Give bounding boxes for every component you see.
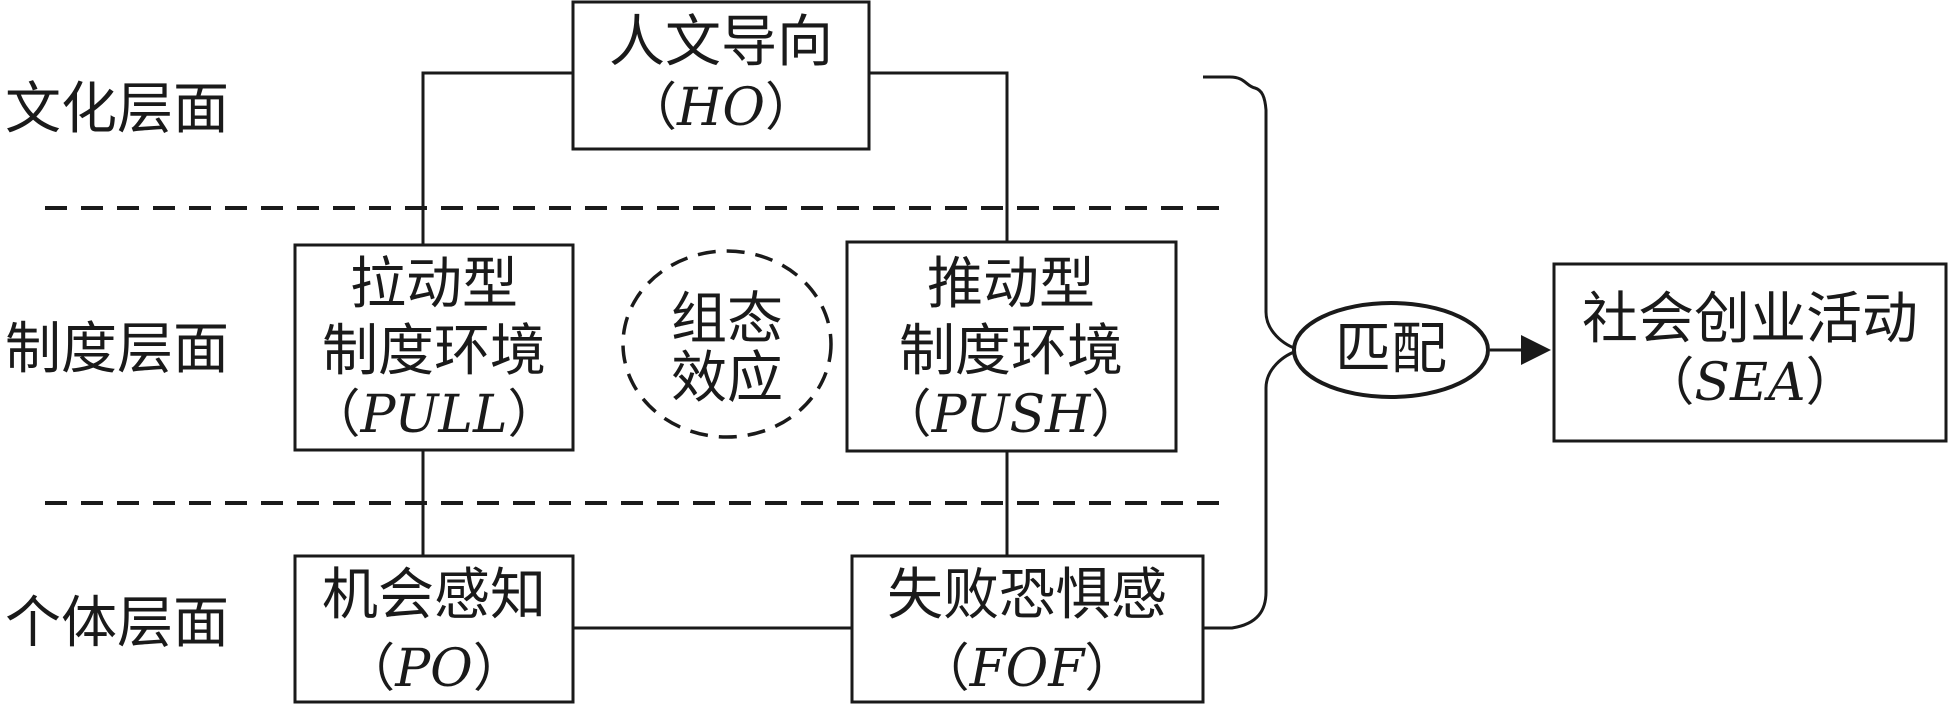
node-pull-abbr: PULL: [360, 385, 508, 445]
level-label-culture: 文化层面: [5, 77, 229, 142]
node-pull-name-line2: 制度环境: [322, 319, 546, 384]
node-ho-abbr: HO: [676, 78, 765, 138]
config-effect-line1: 组态: [671, 287, 783, 352]
connector-lines: [421, 71, 1009, 630]
node-sea-abbr-line: （SEA）: [1642, 353, 1857, 413]
node-ho-name: 人文导向: [609, 10, 833, 75]
node-sea-box: [1552, 262, 1948, 443]
node-ho: 人文导向 （HO）: [571, 0, 871, 151]
node-push-name-line2: 制度环境: [899, 319, 1123, 384]
node-fof-name: 失败恐惧感: [887, 563, 1167, 628]
node-po-box: [293, 554, 575, 704]
connector-ho-push: [868, 71, 1009, 242]
node-fof-abbr-line: （FOF）: [918, 639, 1137, 699]
node-fof: 失败恐惧感 （FOF）: [850, 554, 1205, 704]
node-pull-box: [293, 243, 575, 452]
node-ho-box: [571, 0, 871, 151]
grouping-brace: [1203, 75, 1306, 630]
level-label-individual: 个体层面: [5, 591, 229, 656]
node-pull-abbr-line: （PULL）: [309, 385, 560, 445]
node-pull: 拉动型 制度环境 （PULL）: [293, 243, 575, 452]
node-sea: 社会创业活动 （SEA）: [1552, 262, 1948, 443]
node-po-abbr-line: （PO）: [343, 639, 525, 699]
match-label: 匹配: [1335, 317, 1447, 382]
node-push-box: [845, 240, 1178, 453]
node-fof-abbr: FOF: [969, 639, 1087, 699]
node-sea-name: 社会创业活动: [1582, 287, 1918, 352]
node-po-abbr: PO: [394, 639, 473, 699]
node-push-name-line1: 推动型: [927, 252, 1095, 317]
node-ho-abbr-line: （HO）: [625, 78, 817, 138]
node-pull-name-line1: 拉动型: [350, 252, 518, 317]
level-label-institution: 制度层面: [5, 317, 229, 382]
node-sea-abbr: SEA: [1694, 353, 1805, 413]
node-push-abbr-line: （PUSH）: [880, 385, 1143, 445]
config-effect: 组态 效应: [621, 249, 833, 439]
config-effect-line2: 效应: [671, 346, 783, 411]
node-push-abbr: PUSH: [931, 385, 1093, 445]
node-fof-box: [850, 554, 1205, 704]
connector-ho-pull: [421, 71, 573, 245]
node-push: 推动型 制度环境 （PUSH）: [845, 240, 1178, 453]
config-effect-ellipse: [621, 249, 833, 439]
match-ellipse: [1292, 301, 1490, 399]
match-node: 匹配: [1292, 301, 1490, 399]
node-po-name: 机会感知: [322, 563, 546, 628]
node-po: 机会感知 （PO）: [293, 554, 575, 704]
